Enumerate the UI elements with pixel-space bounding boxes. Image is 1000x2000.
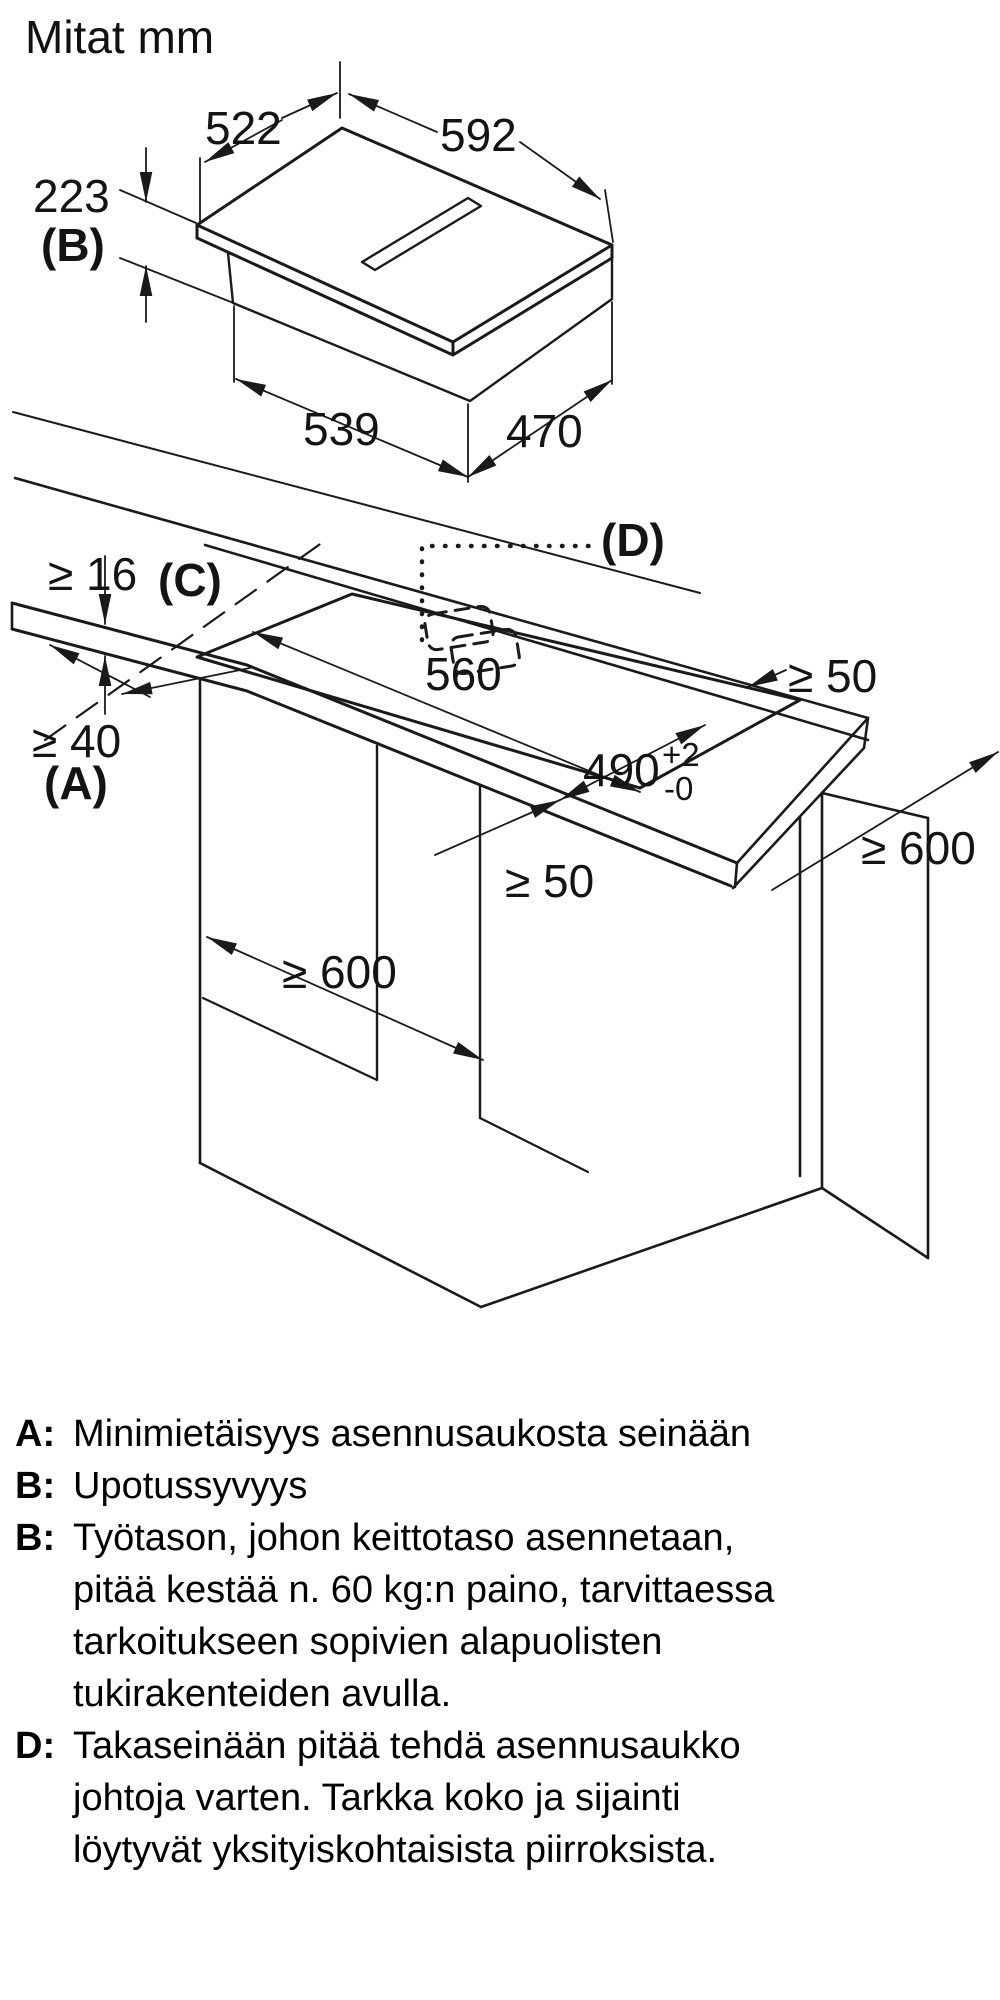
cabinet-right-bottom [820, 1186, 930, 1260]
hob-glass-edge [195, 223, 614, 357]
note-line: Työtason, johon keittotaso asennetaan, [73, 1517, 735, 1559]
note-line: johtoja varten. Tarkka koko ja sijainti [73, 1777, 681, 1819]
cable-opening-dashed-rect [423, 604, 495, 652]
arrowhead [560, 780, 590, 800]
arrowhead [122, 681, 153, 695]
note-line: tarkoitukseen sopivien alapuolisten [73, 1621, 663, 1663]
arrowhead [468, 455, 497, 477]
worktop-bottom-edge [10, 627, 733, 888]
note-a: A: Minimietäisyys asennusaukosta seinään [15, 1408, 965, 1460]
note-b2: B: Työtason, johon keittotaso asennetaan… [15, 1512, 965, 1720]
dim-40-label: ≥ 40 [32, 715, 121, 767]
dim-539-label: 539 [303, 403, 380, 455]
worktop-cutout [195, 592, 802, 790]
note-line: Upotussyvyys [73, 1465, 308, 1507]
dim-490-label: 490 [583, 744, 660, 796]
note-line: tukirakenteiden avulla. [73, 1673, 452, 1715]
notes-block: A: Minimietäisyys asennusaukosta seinään… [15, 1408, 965, 1876]
worktop-right-end [731, 716, 870, 890]
arrowhead [98, 656, 112, 686]
arrowhead [609, 774, 640, 792]
arrowhead [530, 800, 560, 818]
cabinet-bottom-left [198, 1161, 483, 1309]
cabinet-divider-bottom [478, 1116, 590, 1174]
dim-50-front-label: ≥ 50 [505, 855, 594, 907]
dim-arrow-600-depth [771, 751, 999, 891]
arrowhead [139, 266, 153, 296]
note-line: pitää kestää n. 60 kg:n paino, tarvittae… [73, 1569, 775, 1611]
arrowhead [253, 632, 284, 650]
arrowhead [98, 594, 112, 624]
note-line: Takaseinään pitää tehdä asennusaukko [73, 1725, 741, 1767]
ext-line [119, 257, 237, 305]
arrowhead [437, 459, 468, 477]
hob-vent-slot [360, 196, 483, 272]
installation-diagram [10, 411, 999, 1309]
arrowhead [748, 668, 778, 687]
dim-arrow-600-width [206, 936, 484, 1061]
note-key: B: [15, 1517, 56, 1559]
arrowhead [675, 725, 705, 745]
note-d: D: Takaseinään pitää tehdä asennusaukko … [15, 1720, 965, 1876]
dim-arrow-539 [235, 378, 469, 478]
arrowhead [205, 142, 235, 162]
ext-tick [604, 189, 614, 243]
dim-600-width-label: ≥ 600 [282, 946, 397, 998]
note-b1: B: Upotussyvyys [15, 1460, 965, 1512]
dim-522-label: 522 [205, 102, 282, 154]
arrowhead [453, 1042, 483, 1060]
ext-line [119, 189, 197, 224]
dim-40-ref-label: (A) [44, 757, 108, 809]
technical-drawing: 522 592 223 (B) 539 470 [10, 61, 999, 1309]
arrowhead [583, 380, 612, 402]
worktop-back-edge-b [203, 543, 870, 742]
wall-reference-dashed-line [43, 535, 332, 742]
dim-16-label: ≥ 16 [48, 548, 137, 600]
note-key: B: [15, 1465, 56, 1507]
arrowhead [969, 752, 998, 774]
hob-body-box [226, 251, 614, 403]
cable-opening-leader-dotted [419, 543, 600, 643]
page-title: Mitat mm [25, 11, 215, 63]
dim-50-rear-label: ≥ 50 [788, 650, 877, 702]
dim-490-tol-minus: -0 [664, 770, 693, 807]
arrowhead [236, 379, 267, 397]
arrowhead [571, 176, 600, 199]
note-key: D: [15, 1725, 56, 1767]
arrowhead [349, 94, 380, 112]
dim-223-ref-label: (B) [41, 219, 105, 271]
note-line: löytyvät yksityiskohtaisista piirroksist… [73, 1829, 718, 1871]
wall-top-edge [12, 411, 701, 594]
arrowhead [207, 937, 237, 955]
arrowhead [307, 93, 337, 112]
dim-arrow-560 [252, 631, 641, 793]
cable-opening-dashed-rect [449, 627, 521, 676]
dim-490-tol-plus: +2 [662, 736, 700, 773]
note-key: A: [15, 1413, 56, 1455]
note-line: Minimietäisyys asennusaukosta seinään [73, 1413, 752, 1455]
dim-d-ref-label: (D) [601, 514, 665, 566]
top-view-diagram [119, 61, 614, 483]
cabinet-floor-back [201, 996, 379, 1082]
dim-600-depth-label: ≥ 600 [861, 822, 976, 874]
worktop-front-edge [10, 601, 739, 865]
dim-223-label: 223 [33, 170, 110, 222]
dim-560-label: 560 [425, 648, 502, 700]
arrowhead [139, 172, 153, 202]
dim-592-label: 592 [440, 109, 517, 161]
arrowhead [50, 645, 80, 665]
cabinet-right-top-edge [820, 791, 930, 820]
cabinet-bottom-right [479, 1186, 824, 1309]
worktop-back-edge-a [13, 476, 870, 720]
dim-470-label: 470 [506, 405, 583, 457]
dim-16-ref-label: (C) [158, 554, 222, 606]
